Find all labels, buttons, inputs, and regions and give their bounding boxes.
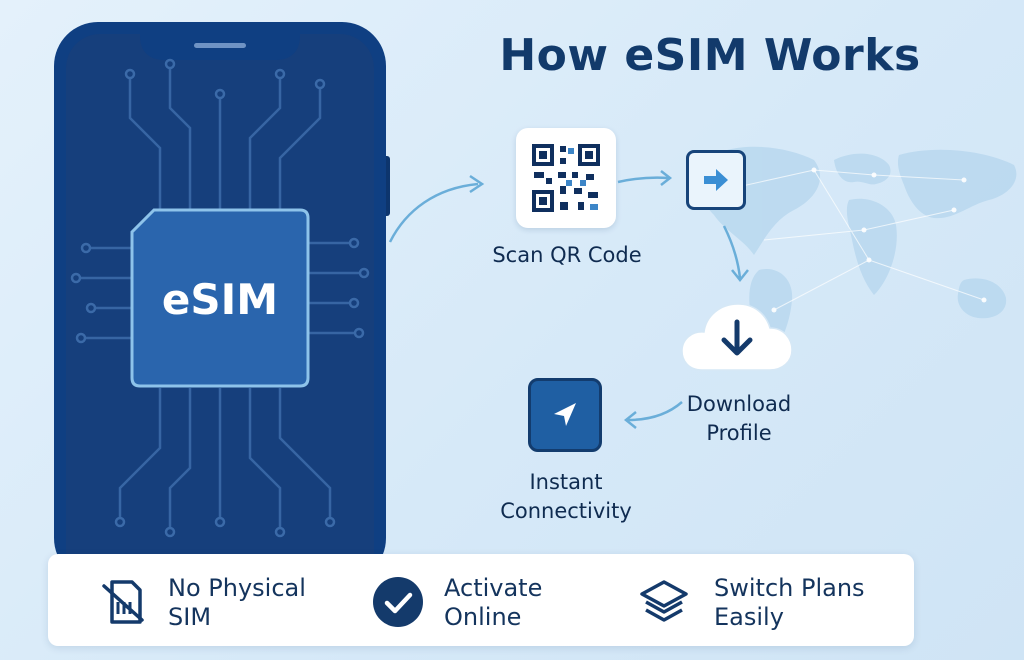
connector-qr-to-arrow [617,170,673,186]
diagram-title: How eSIM Works [499,30,921,81]
connectivity-label-line2: Connectivity [500,499,632,523]
feature-line2: Easily [714,603,784,631]
feature-line1: No Physical [168,574,306,602]
world-map-backdrop [698,146,1017,365]
feature-line1: Switch Plans [714,574,865,602]
feature-line1: Activate [444,574,543,602]
no-sim-icon [102,580,144,624]
connectivity-label-line1: Instant [529,470,603,494]
qr-code-card [516,128,616,228]
feature-label-no-physical-sim: No Physical SIM [168,574,348,632]
connector-phone-to-qr [388,174,485,243]
step-label-download-profile: Download Profile [664,390,814,448]
circuit-nodes [70,58,370,538]
arrow-right-icon [704,169,728,191]
cloud-download-icon [681,303,793,371]
feature-label-switch-plans: Switch Plans Easily [714,574,894,632]
feature-label-activate-online: Activate Online [444,574,624,632]
download-label-line1: Download [686,392,792,416]
esim-chip [130,208,310,388]
layers-icon [640,580,688,622]
features-panel: No Physical SIM Activate Online Switch P… [48,554,914,646]
feature-no-physical-sim: No Physical SIM [48,554,338,646]
phone-illustration: eSIM [54,22,390,563]
connector-cloud-to-nav [623,401,683,429]
connectivity-step-box [528,378,602,452]
step-label-instant-connectivity: Instant Connectivity [480,468,652,526]
checkmark-circle-icon [373,577,423,627]
phone-speaker [194,43,246,48]
navigation-arrow-icon [554,403,576,426]
qr-code-icon [532,144,600,212]
circuit-traces [80,68,360,528]
feature-activate-online: Activate Online [348,554,618,646]
feature-switch-plans: Switch Plans Easily [628,554,914,646]
feature-line2: Online [444,603,522,631]
esim-chip-label: eSIM [162,275,278,324]
feature-line2: SIM [168,603,212,631]
transfer-step-box [686,150,746,210]
connector-arrow-to-cloud [722,225,749,283]
step-label-scan-qr: Scan QR Code [492,243,642,267]
download-label-line2: Profile [706,421,772,445]
